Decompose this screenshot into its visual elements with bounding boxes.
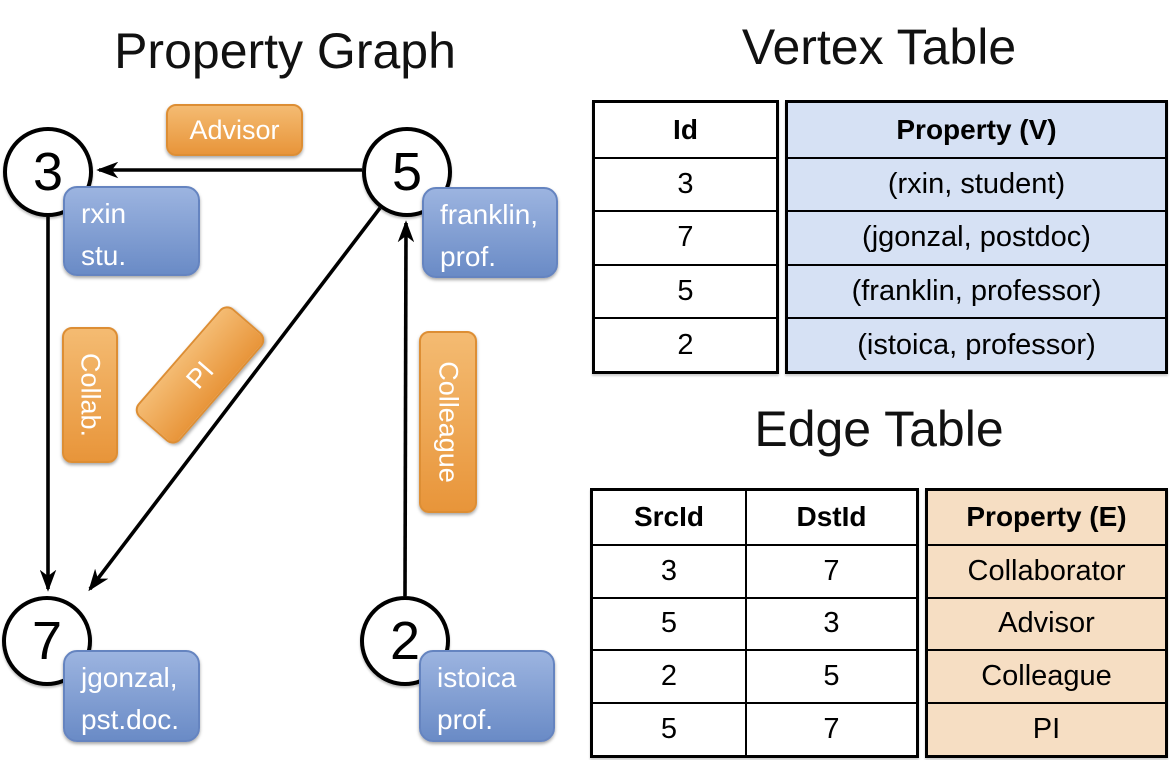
graph-edges-layer (39, 161, 415, 597)
edge-label-pi-text: PI (179, 355, 220, 395)
vertex-circle-5: 5 (362, 127, 452, 217)
vertex-circle-3-id: 3 (32, 142, 64, 202)
vertex-table-id-header: Id (673, 113, 698, 145)
edge-table-src-cell: 2 (660, 660, 678, 693)
edge-table-dst-header: DstId (745, 491, 916, 544)
vertex-property-box-3: rxin stu. (63, 186, 200, 276)
vertex-table-property-cell: (istoica, professor) (788, 317, 1165, 371)
vertex-property-box-7-line1: jgonzal, (81, 662, 178, 693)
vertex-table-id-cell: 2 (595, 317, 776, 371)
vertex-table-id-cell: 7 (595, 210, 776, 264)
edge-table-dst-cell: 3 (745, 598, 916, 650)
property-graph-title: Property Graph (114, 23, 456, 79)
vertex-table-property-header: Property (V) (896, 113, 1057, 145)
edge-table-src-cell: 3 (660, 554, 678, 587)
edge-table-title: Edge Table (754, 401, 1004, 457)
vertex-table-property-cell: (rxin, student) (788, 156, 1165, 211)
vertex-table-property-cell: (jgonzal, postdoc) (788, 210, 1165, 264)
edge-table-property-cell: Colleague (928, 649, 1165, 702)
vertex-property-box-7: jgonzal, pst.doc. (63, 650, 200, 742)
vertex-table-property-cell: (franklin, professor) (788, 263, 1165, 318)
edge-label-colleague: Colleague (419, 331, 477, 513)
edge-table-src-header: SrcId (633, 501, 705, 533)
vertex-property-box-2-line1: istoica (437, 662, 517, 693)
vertex-circle-2: 2 (360, 596, 450, 686)
edge-table-dst-cell: 7 (745, 704, 916, 755)
vertex-circle-5-id: 5 (391, 142, 423, 202)
vertex-property-box-5: franklin, prof. (422, 187, 558, 278)
vertex-property-box-2: istoica prof. (419, 650, 555, 742)
edge-label-collab: Collab. (62, 327, 118, 463)
vertex-circle-2-id: 2 (389, 611, 421, 671)
vertex-table-id-cell: 5 (595, 263, 776, 318)
edge-label-collab-text: Collab. (75, 352, 106, 438)
edge-pi-5-to-7 (88, 206, 382, 592)
edge-table-property-header: Property (E) (966, 501, 1127, 533)
edge-label-advisor: Advisor (166, 104, 303, 156)
vertex-property-box-5-line2: prof. (440, 241, 497, 272)
vertex-table-title: Vertex Table (741, 19, 1017, 75)
edge-label-colleague-text: Colleague (433, 361, 464, 483)
edge-table-src-cell: 5 (660, 713, 678, 746)
edge-label-advisor-text: Advisor (189, 114, 280, 145)
edge-table-dst-cell: 5 (745, 651, 916, 703)
edge-colleague-2-to-5 (397, 220, 415, 597)
edge-table-property-column: Property (E) Collaborator Advisor Collea… (925, 488, 1168, 758)
edge-table-property-cell: Collaborator (928, 543, 1165, 597)
vertex-property-box-3-line1: rxin (81, 198, 127, 229)
edge-table-src-cell: 5 (660, 607, 678, 640)
vertex-property-box-5-line1: franklin, (440, 199, 539, 230)
edge-table-dst-cell: 7 (745, 545, 916, 597)
vertex-table-id-cell: 3 (595, 156, 776, 211)
edge-table-property-cell: PI (928, 702, 1165, 755)
edge-table-property-cell: Advisor (928, 596, 1165, 650)
vertex-circle-7-id: 7 (31, 611, 63, 671)
vertex-table-property-column: Property (V) (rxin, student) (jgonzal, p… (785, 100, 1168, 374)
edge-table-src-dst-columns: SrcId DstId 3 7 5 3 2 5 5 7 (590, 488, 919, 758)
vertex-property-box-2-line2: prof. (437, 704, 494, 735)
vertex-property-box-3-line2: stu. (81, 240, 127, 271)
vertex-property-box-7-line2: pst.doc. (81, 704, 180, 735)
vertex-table-id-column: Id 3 7 5 2 (592, 100, 779, 374)
